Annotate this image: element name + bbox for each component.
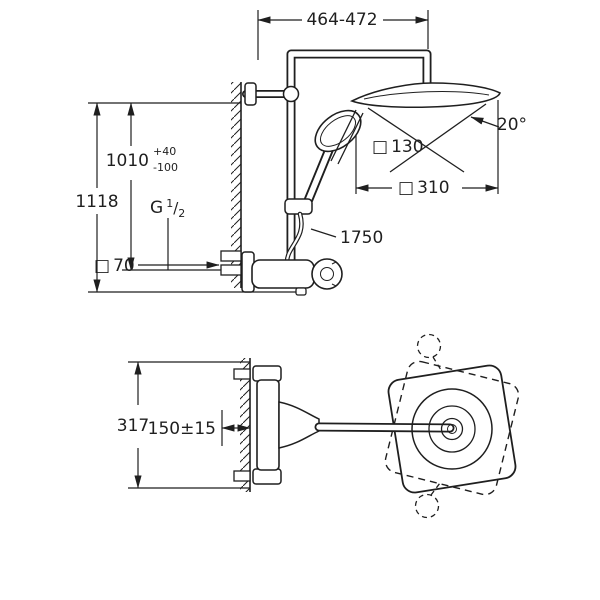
wall-hatch	[231, 82, 241, 288]
hose-length-label: 1750	[340, 228, 383, 248]
supply-stubs	[220, 250, 242, 276]
height-1010-tol-minus: -100	[153, 161, 178, 174]
hand-size-label: □130	[372, 137, 424, 157]
spray-angle-label: 20°	[497, 115, 527, 135]
pipe-clamp	[282, 85, 300, 103]
spray-cone	[367, 103, 487, 173]
dim-escutcheon-70: □70	[94, 256, 220, 276]
hand-shower-holder	[284, 198, 313, 215]
height-1118-label: 1118	[75, 192, 118, 212]
valve-knob	[311, 258, 343, 290]
valve-height-label: 317	[117, 416, 149, 436]
head-size-label: □310	[398, 178, 450, 198]
dim-spray-angle: 20°	[470, 115, 527, 135]
valve-escutcheon	[278, 401, 320, 449]
shower-pipe	[282, 49, 432, 286]
thermostat-valve-top	[233, 365, 320, 485]
wall-bracket	[242, 82, 293, 106]
dim-head-size-310: □310	[355, 100, 499, 198]
square-symbol-icon: □	[372, 137, 388, 157]
dim-width-range: 464-472	[257, 10, 429, 60]
head-shower-top-view	[387, 364, 517, 494]
hose-outlet	[295, 287, 307, 296]
head-shower-swivel-dashed	[384, 333, 520, 519]
dim-valve-height-317: 317	[117, 361, 250, 489]
hand-shower: □130	[284, 109, 424, 215]
head-shower	[349, 82, 502, 109]
supply-projection-label: 150±15	[148, 419, 216, 439]
thermostat-valve-front	[241, 251, 343, 296]
head-shower-rose	[411, 388, 493, 470]
dim-height-1118: 1118	[75, 102, 119, 293]
shower-arm-top	[314, 422, 455, 433]
escutcheon-label: □70	[94, 256, 135, 276]
square-symbol-icon: □	[398, 178, 414, 198]
square-symbol-icon: □	[94, 256, 110, 276]
dim-supply-150: 150±15	[148, 410, 251, 446]
wall-hatch	[240, 358, 250, 492]
dim-height-1010: 1010 +40 -100	[106, 102, 178, 271]
width-range-label: 464-472	[306, 10, 377, 30]
wall-lower	[240, 358, 251, 492]
height-1010-label: 1010	[106, 151, 149, 171]
height-1010-tol-plus: +40	[153, 145, 176, 158]
